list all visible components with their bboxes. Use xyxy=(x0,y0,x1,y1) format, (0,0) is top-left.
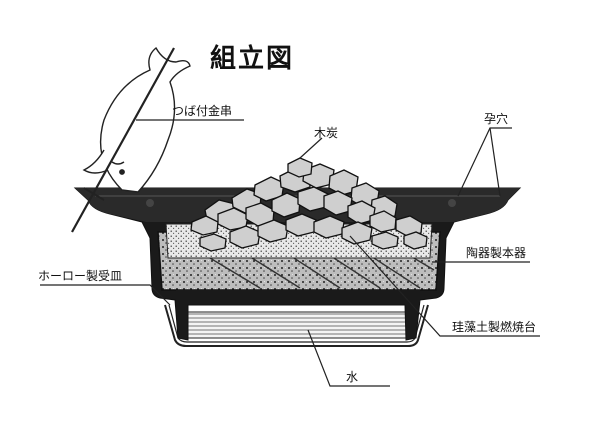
label-air-holes: 孕穴 xyxy=(484,112,509,126)
leader-water xyxy=(307,329,390,387)
label-water: 水 xyxy=(346,370,359,384)
enamel-tray xyxy=(164,304,429,347)
label-grill-base: 珪藻土製燃焼台 xyxy=(452,320,537,334)
shell-band xyxy=(176,290,420,302)
label-charcoal: 木炭 xyxy=(314,126,339,140)
water-layer xyxy=(187,311,407,339)
leader-charcoal xyxy=(299,137,323,159)
label-ceramic-vessel: 陶器製本器 xyxy=(466,246,527,260)
charcoal-pile xyxy=(190,157,428,252)
air-hole-right xyxy=(448,199,456,207)
label-skewer: つば付金串 xyxy=(172,104,233,118)
label-enamel-tray: ホーロー製受皿 xyxy=(38,269,123,283)
leader-enamel-tray xyxy=(40,284,171,306)
skewer xyxy=(71,47,175,233)
diagram-title: 組立図 xyxy=(210,44,295,74)
leader-grill-base xyxy=(349,235,540,337)
leader-air-hole-left xyxy=(457,127,512,197)
skewer-guard xyxy=(83,187,105,201)
leader-air-hole-right xyxy=(489,127,501,197)
air-hole-left xyxy=(146,199,154,207)
